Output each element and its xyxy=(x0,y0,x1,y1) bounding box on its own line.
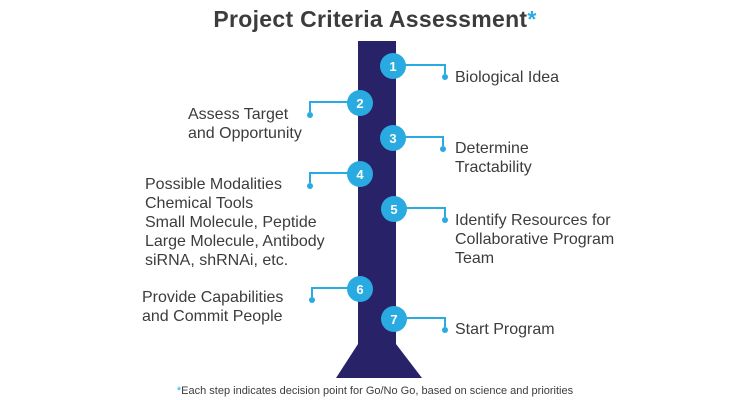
connector-step-1 xyxy=(394,64,448,80)
connector-step-2 xyxy=(307,101,360,118)
step-badge-4: 4 xyxy=(347,161,373,187)
step-label-6: Provide Capabilities and Commit People xyxy=(142,289,284,325)
funnel-column-shape xyxy=(336,41,422,378)
step-badge-7: 7 xyxy=(381,306,407,332)
step-label-3: Determine Tractability xyxy=(455,140,532,176)
footnote: *Each step indicates decision point for … xyxy=(0,385,750,397)
step-label-5: Identify Resources for Collaborative Pro… xyxy=(455,212,615,267)
connector-step-5 xyxy=(394,207,448,223)
footnote-text: Each step indicates decision point for G… xyxy=(181,385,574,397)
step-label-1: Biological Idea xyxy=(455,69,560,86)
connector-step-6 xyxy=(309,287,360,303)
step-label-2: Assess Target and Opportunity xyxy=(188,106,302,142)
title-text: Project Criteria Assessment xyxy=(213,6,528,32)
step-badge-3: 3 xyxy=(380,125,406,151)
step-badge-2: 2 xyxy=(347,90,373,116)
connector-step-7 xyxy=(394,317,448,333)
footnote-asterisk: * xyxy=(176,385,182,397)
page-title: Project Criteria Assessment* xyxy=(0,6,750,33)
connector-step-3 xyxy=(393,136,446,152)
step-label-4: Possible Modalities Chemical Tools Small… xyxy=(145,176,325,269)
step-badge-1: 1 xyxy=(380,53,406,79)
title-asterisk: * xyxy=(527,6,537,32)
step-badge-5: 5 xyxy=(381,196,407,222)
step-badge-6: 6 xyxy=(347,276,373,302)
connector-step-4 xyxy=(307,172,360,189)
step-label-7: Start Program xyxy=(455,321,555,338)
